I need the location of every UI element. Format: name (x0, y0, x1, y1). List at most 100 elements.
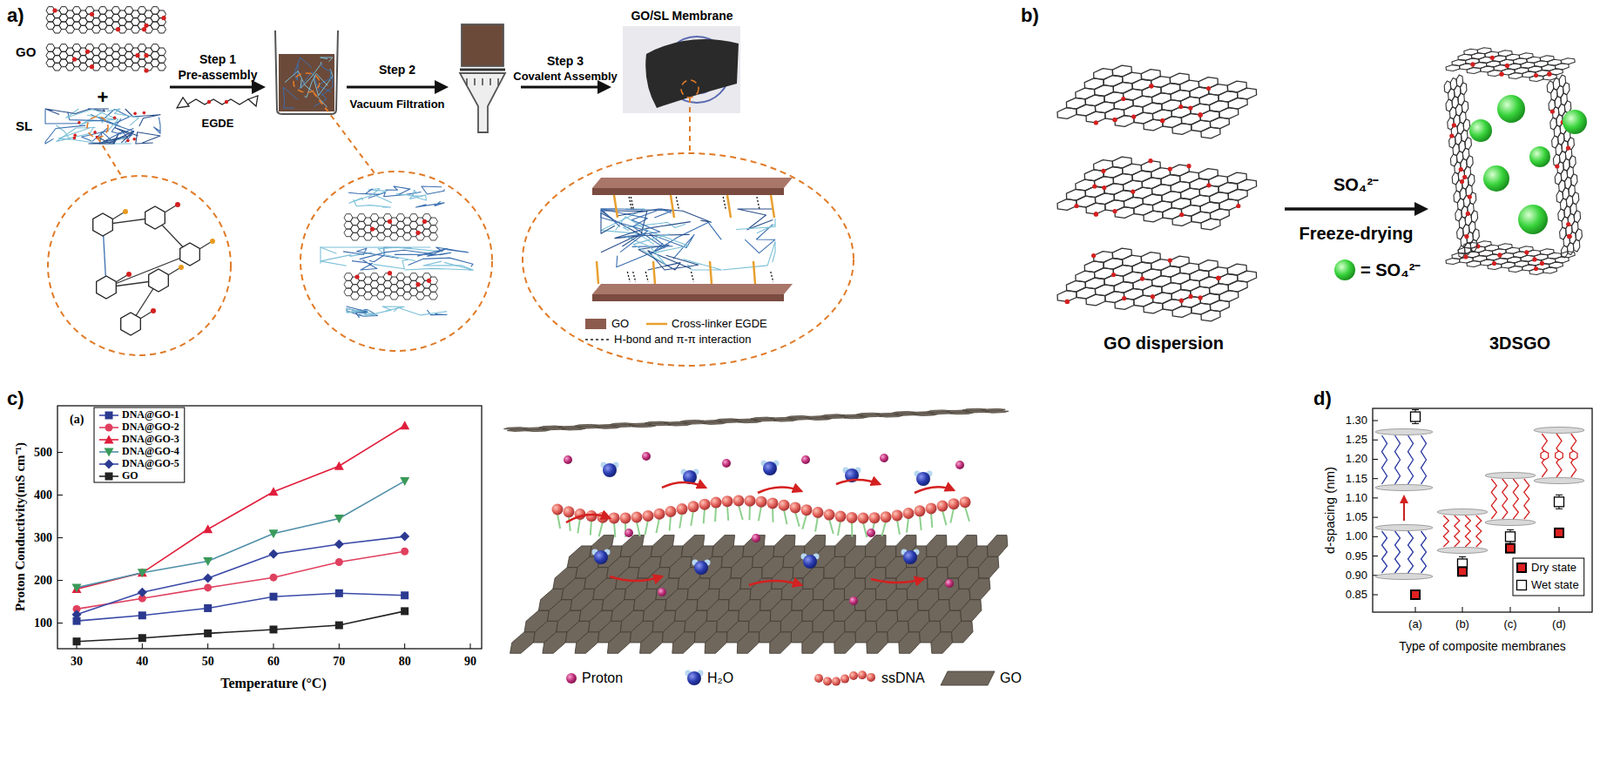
axis-title: d-spacing (nm) (1322, 466, 1337, 554)
graphene-ring (1169, 73, 1189, 85)
lignin-chain (66, 108, 119, 131)
oxygen-atom (1178, 104, 1183, 109)
functional-group-dot (126, 139, 130, 143)
dna-base (942, 510, 947, 526)
graphene-ring (1201, 310, 1221, 322)
functional-group-dot (178, 264, 184, 271)
graphene-ring (1123, 196, 1143, 209)
callout-circle (87, 116, 109, 138)
filtrate-drop (481, 78, 484, 86)
dna-base (599, 521, 603, 537)
lignin-chain (421, 186, 445, 195)
graphene-ring (1057, 199, 1077, 211)
graphene-ring (1468, 174, 1476, 187)
dna-backbone-bead (665, 506, 677, 518)
dna-base (568, 516, 571, 532)
callout-circle (47, 175, 231, 356)
annotation: SO₄²⁻ (1333, 175, 1379, 196)
oxygen-atom (1065, 299, 1070, 304)
data-marker (400, 591, 409, 600)
chemical-bond (112, 212, 124, 220)
data-marker (202, 524, 213, 534)
axis-tick (1415, 607, 1417, 613)
axis-title: Type of composite membranes (1398, 639, 1566, 654)
graphene-ring (1181, 204, 1201, 217)
egde-crosslinker (670, 195, 675, 218)
lignin-chain (351, 260, 378, 271)
graphene-ring (834, 632, 857, 655)
oxygen-atom (1467, 195, 1472, 200)
callout-line (97, 137, 122, 177)
proton (751, 533, 761, 543)
axis-tick (469, 643, 471, 649)
legend-sample (857, 670, 867, 680)
graphene-ring (1152, 93, 1172, 105)
graphene-ring (1218, 182, 1238, 195)
axis-tick (1372, 594, 1378, 596)
graphene-oxide-sheet (1375, 429, 1433, 436)
graphene-ring (1453, 190, 1461, 203)
graphene-ring (1094, 284, 1114, 297)
oxygen-atom (1491, 261, 1497, 266)
water-molecule (594, 550, 608, 565)
tick-label: 60 (267, 654, 280, 669)
graphene-ring (1569, 155, 1577, 169)
lignin-chain (614, 222, 691, 239)
graphene-ring (1084, 169, 1104, 182)
graphene-ring (1114, 207, 1135, 219)
legend-text: ssDNA (881, 670, 925, 687)
oxygen-atom (1112, 117, 1117, 122)
dna-backbone-bead (891, 509, 904, 521)
lignin-chain (283, 87, 298, 109)
graphene-ring (1208, 84, 1229, 96)
egde-molecule (187, 99, 249, 105)
graphene-ring (1152, 201, 1172, 213)
graphene-ring (1093, 68, 1114, 81)
dna-backbone-bead (744, 495, 757, 507)
oxygen-atom (1566, 234, 1572, 239)
dna-backbone-bead (756, 496, 768, 508)
graphene-ring (1505, 54, 1520, 61)
h-bond-line (645, 271, 649, 283)
functional-group-dot (132, 137, 136, 142)
dry-state-marker (1458, 567, 1467, 576)
legend-text: DNA@GO-1 (121, 409, 180, 422)
functional-group-dot (150, 308, 156, 314)
axis-tick (1372, 517, 1378, 519)
tick-label: 70 (332, 654, 345, 669)
oxygen-atom (1073, 203, 1079, 209)
go-sl-membrane (645, 39, 739, 109)
graphene-ring (1113, 264, 1133, 277)
egde-crosslinker (770, 195, 775, 218)
h-bond-line (770, 271, 774, 283)
oxygen-atom (1093, 120, 1099, 125)
oxygen-atom (426, 278, 432, 284)
graphene-ring (1554, 172, 1562, 185)
proton (563, 455, 573, 465)
legend-sample (831, 677, 841, 687)
data-marker (203, 604, 212, 613)
panel-letter: c) (6, 387, 25, 410)
graphene-ring (157, 47, 167, 56)
graphene-ring (1198, 260, 1218, 272)
graphene-ring (1086, 294, 1106, 306)
graphene-ring (1075, 87, 1095, 100)
data-marker (105, 472, 114, 481)
wet-state-marker (1410, 411, 1421, 422)
dna-base (758, 506, 762, 521)
graphene-ring (1209, 300, 1229, 312)
graphene-ring (1571, 174, 1579, 187)
dna-backbone-bead (733, 495, 745, 507)
graphene-ring (157, 62, 167, 71)
graphene-ring (1162, 299, 1182, 311)
graphene-ring (1200, 110, 1220, 122)
dry-state-marker (1505, 544, 1515, 554)
graphene-oxide-sheet (1375, 485, 1433, 492)
oxygen-atom (85, 49, 90, 55)
benzene-ring (1555, 451, 1564, 460)
process-arrow-line (520, 86, 601, 89)
dna-backbone-bead (937, 500, 949, 513)
graphene-ring (1191, 211, 1211, 223)
tick-label: 1.30 (1345, 414, 1368, 428)
graphene-ring (1075, 270, 1095, 283)
